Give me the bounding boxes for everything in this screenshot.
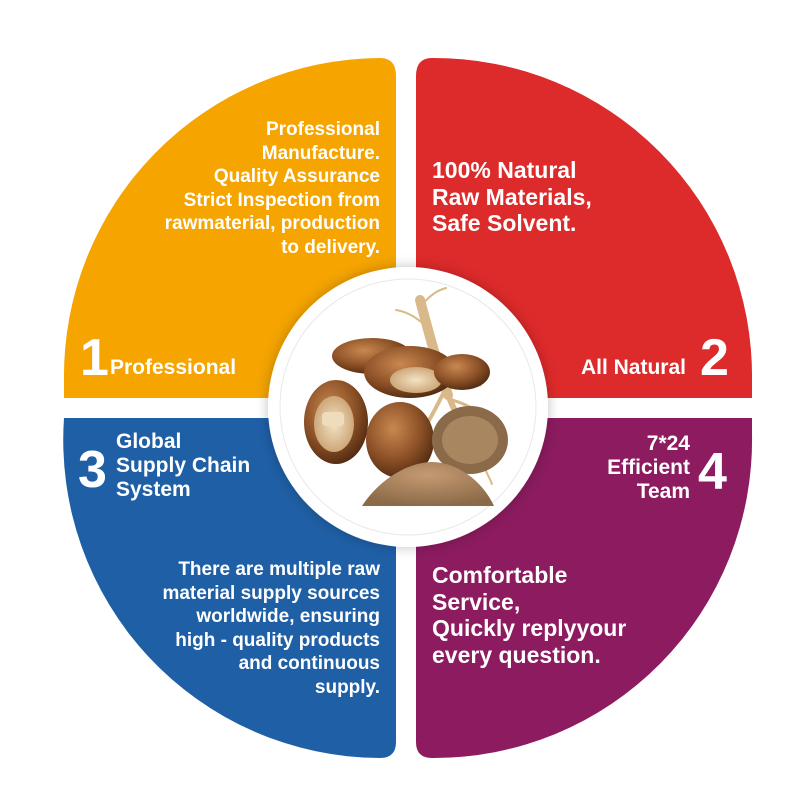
quadrant-4-description-line: Service,: [432, 588, 521, 615]
quadrant-4-title-line: 7*24: [646, 432, 690, 455]
quadrant-3-title-line: Supply Chain: [116, 454, 251, 477]
quadrant-3-title: Global Supply Chain System: [116, 430, 250, 502]
quadrant-1-number: 1: [80, 329, 109, 387]
quadrant-4-description-line: Comfortable: [432, 562, 568, 588]
quadrant-1-description-line: Manufacture.: [261, 142, 380, 164]
quadrant-3-description-line: and continuous: [238, 653, 380, 674]
quadrant-4-number: 4: [698, 443, 727, 501]
quadrant-3-description-line: supply.: [314, 676, 380, 698]
quadrant-3-title-line: System: [116, 478, 191, 501]
quadrant-3-description: There are multiple raw material supply s…: [162, 558, 380, 699]
quadrant-1-description-line: Strict Inspection from: [183, 189, 380, 211]
quadrant-1-description: Professional Manufacture. Quality Assura…: [165, 118, 380, 259]
quadrant-4-title-line: Efficient: [607, 456, 690, 479]
quadrant-1-description-line: Quality Assurance: [213, 166, 380, 187]
quadrant-1-description-line: rawmaterial, production: [164, 213, 380, 234]
quadrant-4-title-line: Team: [636, 480, 690, 503]
quadrant-3-description-line: There are multiple raw: [178, 559, 380, 580]
quadrant-4-title: 7*24 Efficient Team: [607, 432, 690, 504]
quadrant-2-number: 2: [700, 329, 729, 387]
quadrant-4-description-line: Quickly replyyour: [432, 615, 627, 641]
quadrant-1-description-line: to delivery.: [281, 236, 380, 258]
quadrant-2-title: All Natural: [580, 356, 686, 379]
quadrant-3-description-line: worldwide, ensuring: [196, 606, 380, 627]
mushroom-ginseng-powder-icon: [304, 287, 508, 506]
quadrant-4-description-line: every question.: [432, 641, 601, 668]
quadrant-1-description-line: Professional: [265, 119, 380, 140]
quadrant-3-description-line: material supply sources: [162, 582, 380, 604]
quadrant-3-number: 3: [78, 441, 107, 499]
quadrant-2-description-line: Safe Solvent.: [432, 210, 577, 236]
quadrant-3-title-line: Global: [116, 430, 182, 453]
quadrant-4-description: Comfortable Service, Quickly replyyour e…: [432, 562, 626, 668]
quadrant-3-description-line: high - quality products: [175, 629, 380, 651]
quadrant-1-title: Professional: [110, 356, 237, 379]
quadrant-2-description: 100% Natural Raw Materials, Safe Solvent…: [432, 157, 592, 237]
quadrant-2-description-line: 100% Natural: [432, 157, 577, 183]
quadrant-2-description-line: Raw Materials,: [432, 183, 592, 210]
